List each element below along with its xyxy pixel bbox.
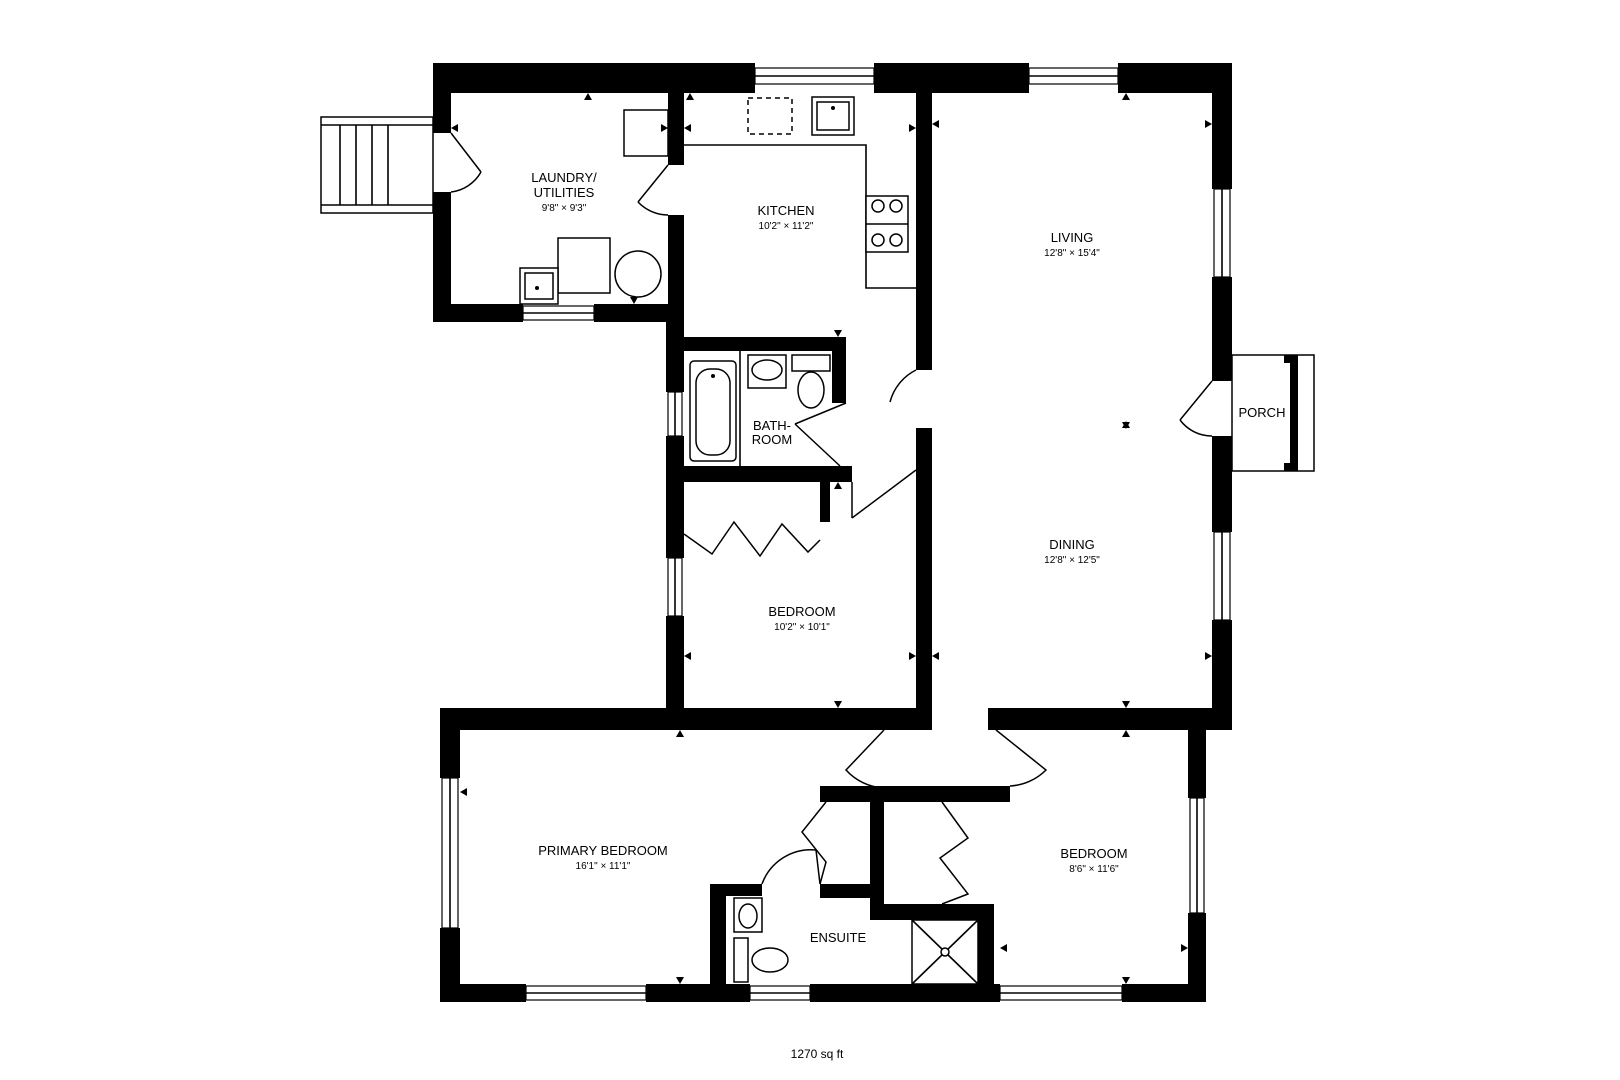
room-dims-dining: 12'8" × 12'5" xyxy=(1044,555,1100,566)
total-area-label: 1270 sq ft xyxy=(791,1047,844,1061)
ensuite-fixtures xyxy=(733,897,979,985)
room-dims-laundry: 9'8" × 9'3" xyxy=(542,203,587,214)
room-name-dining: DINING xyxy=(1049,537,1095,552)
exterior-steps xyxy=(320,116,434,214)
room-dims-bedroom-right: 8'6" × 11'6" xyxy=(1069,864,1119,875)
room-name-bathroom-line2: ROOM xyxy=(752,432,792,447)
kitchen-fixtures xyxy=(684,96,916,289)
windows xyxy=(441,67,1231,1001)
room-dims-primary-bedroom: 16'1" × 11'1" xyxy=(576,861,631,872)
doors xyxy=(450,132,1213,885)
room-name-ensuite: ENSUITE xyxy=(810,930,867,945)
bathroom-fixtures xyxy=(689,351,831,466)
room-name-primary-bedroom: PRIMARY BEDROOM xyxy=(538,843,668,858)
room-name-bathroom-line1: BATH- xyxy=(753,418,791,433)
room-name-bedroom-right: BEDROOM xyxy=(1060,846,1127,861)
room-dims-bedroom-middle: 10'2" × 10'1" xyxy=(774,622,830,633)
room-name-kitchen: KITCHEN xyxy=(757,203,814,218)
room-name-laundry-line1: LAUNDRY/ xyxy=(531,170,597,185)
porch-outline xyxy=(1231,354,1315,472)
walls xyxy=(433,63,1232,1002)
room-name-bedroom-middle: BEDROOM xyxy=(768,604,835,619)
closet-doors xyxy=(683,520,970,905)
room-dims-kitchen: 10'2" × 11'2" xyxy=(759,221,814,232)
room-name-living: LIVING xyxy=(1051,230,1094,245)
room-name-laundry-line2: UTILITIES xyxy=(534,185,595,200)
room-dims-living: 12'8" × 15'4" xyxy=(1044,248,1100,259)
laundry-fixtures xyxy=(519,109,669,305)
room-name-porch: PORCH xyxy=(1239,405,1286,420)
dimension-markers xyxy=(451,93,1212,984)
